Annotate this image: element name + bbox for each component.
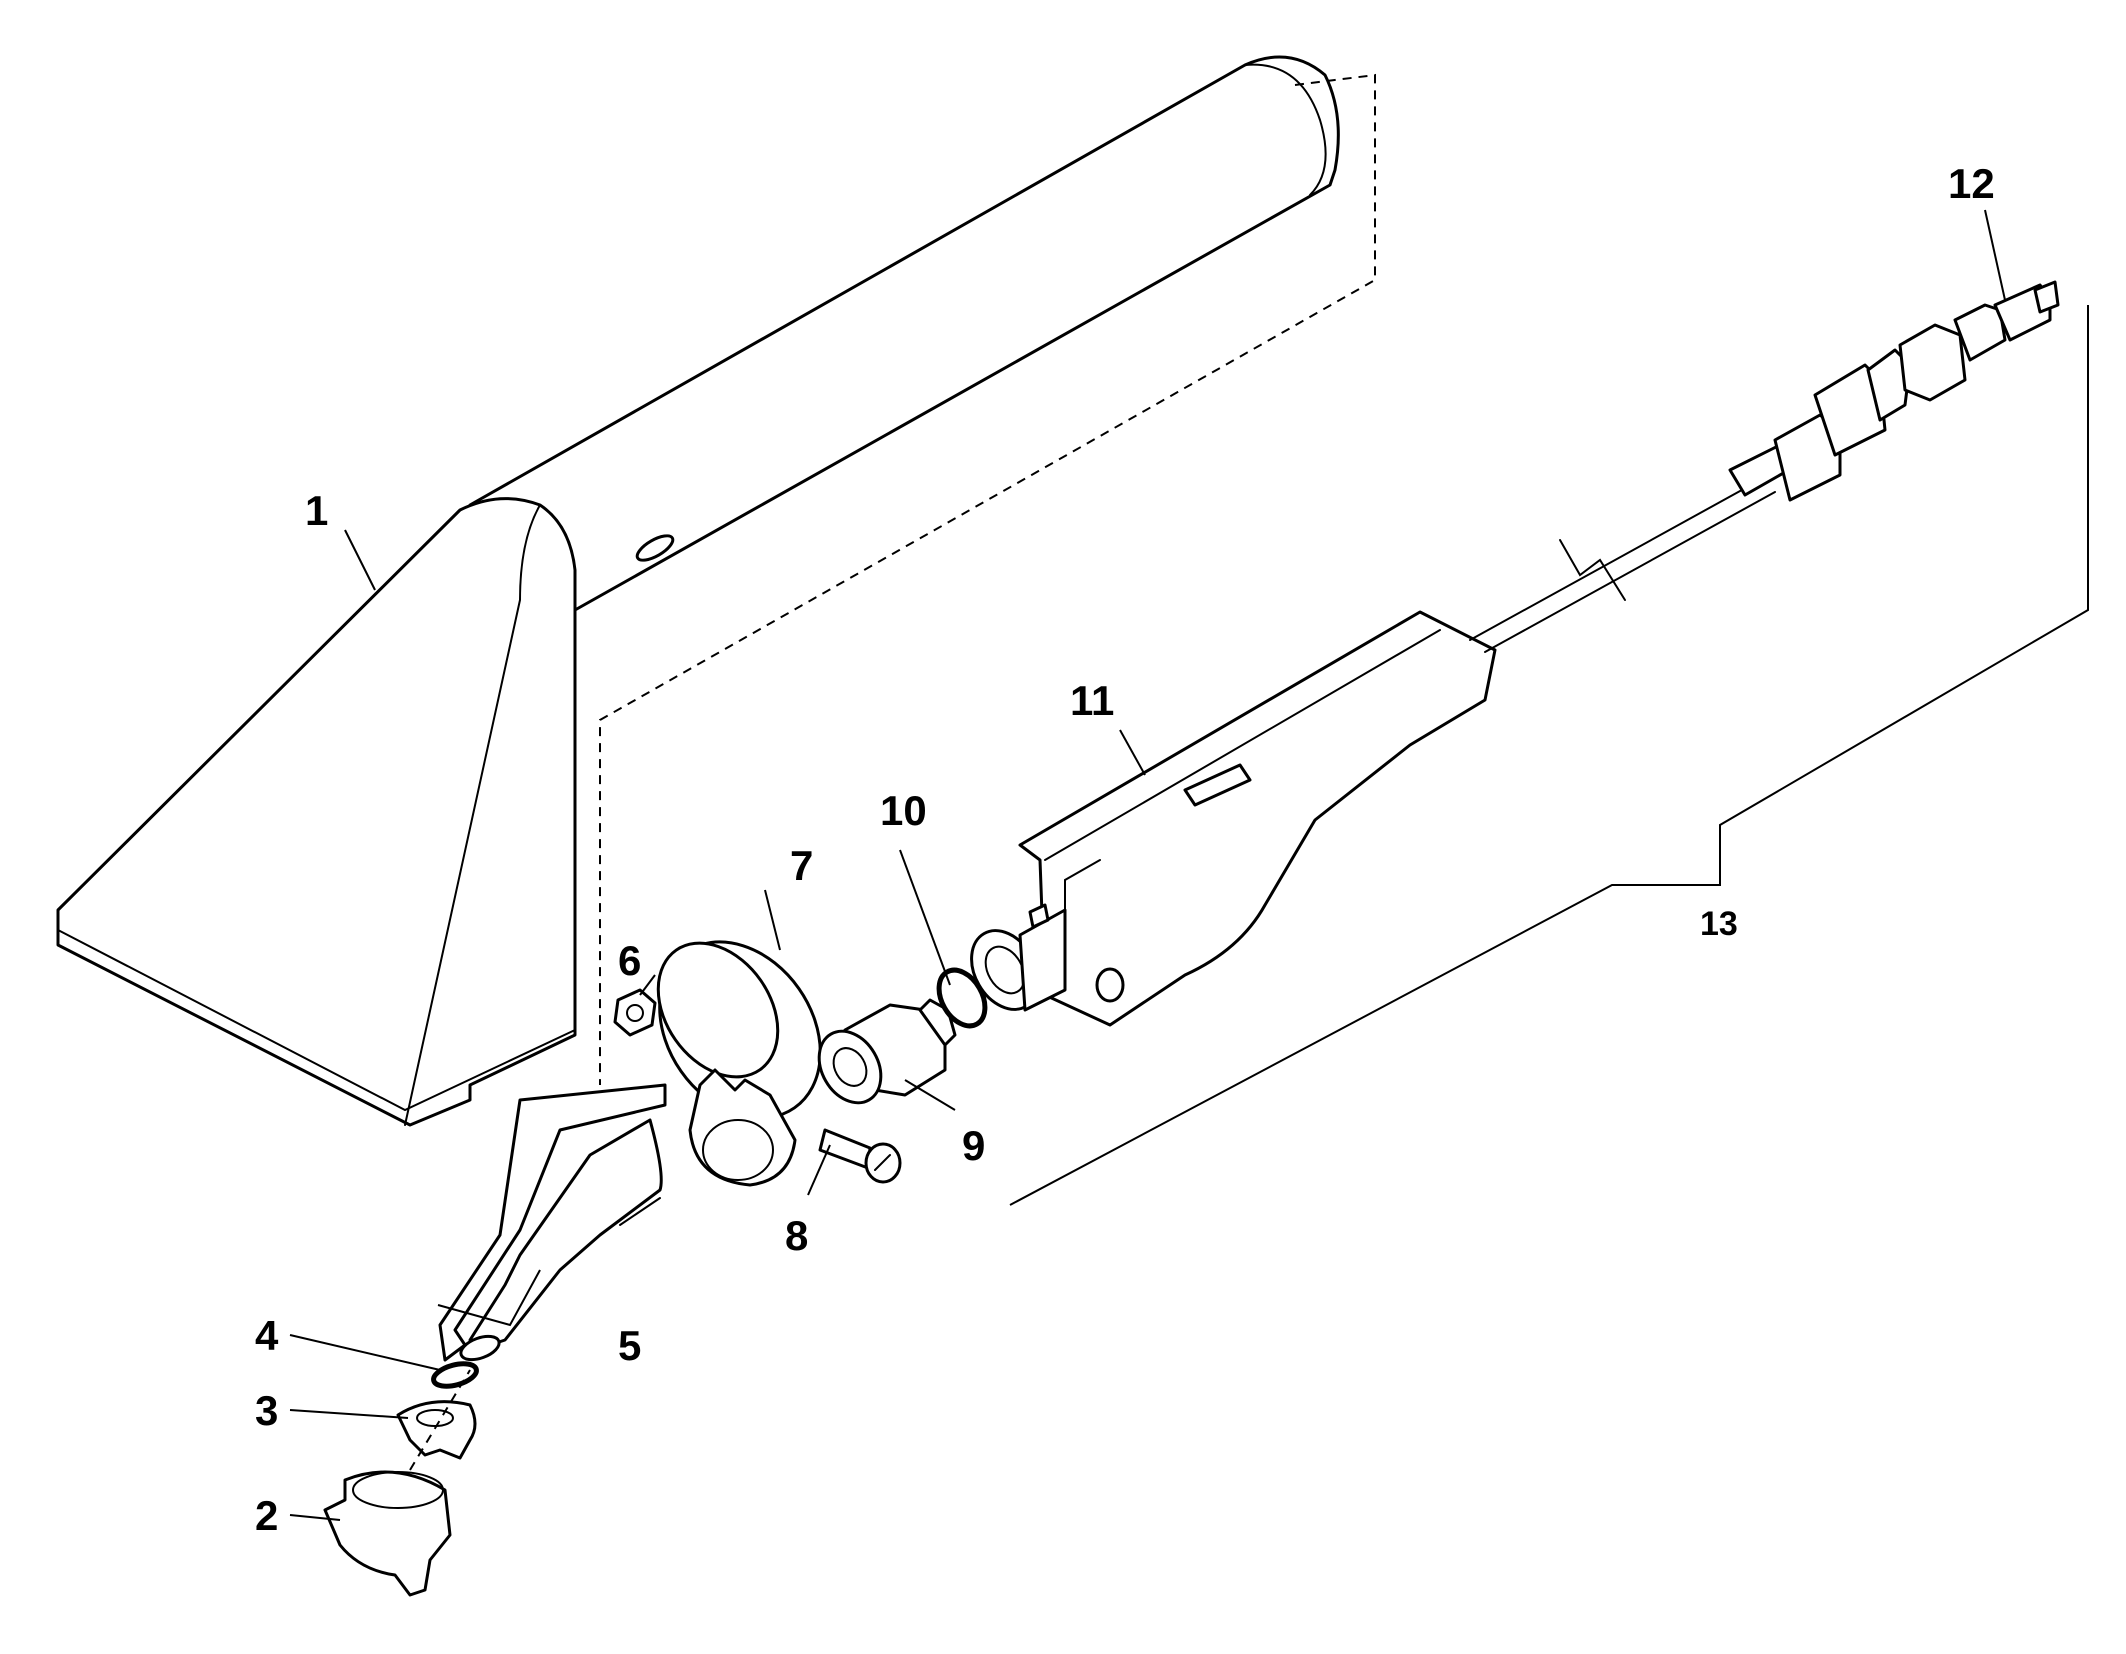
callout-8: 8 [785,1212,808,1259]
hose-line [1484,491,1776,653]
jet-tip-icon [396,1400,477,1460]
callout-10: 10 [880,787,927,834]
callout-3: 3 [255,1387,278,1434]
valve-handle-icon [970,610,1497,1027]
clip-nut-icon [323,1470,452,1597]
callout-9: 9 [962,1122,985,1169]
spray-bar-tube-icon [438,1083,667,1362]
callout-2: 2 [255,1492,278,1539]
callout-4: 4 [255,1312,279,1359]
callout-5: 5 [618,1322,641,1369]
break-mark [1559,539,1626,601]
leader-lines [289,209,2006,1521]
callout-6: 6 [618,937,641,984]
callout-13: 13 [1700,905,1738,943]
callout-1: 1 [305,487,328,534]
axis-line [409,1369,471,1471]
callout-7: 7 [790,842,813,889]
callout-12: 12 [1948,160,1995,207]
screw-icon [818,1128,902,1184]
o-ring-small-icon [431,1361,479,1389]
pipe-clamp-icon [656,940,822,1187]
hex-nut-icon [613,988,657,1037]
stem-rod [1469,479,1761,641]
floor-tool-head-icon [56,55,1340,1127]
callout-11: 11 [1070,677,1114,724]
assembly-guide-line [599,73,1376,1085]
quick-connect-coupler-icon [1728,280,2060,502]
assembly-13-bracket [1009,305,2089,1206]
